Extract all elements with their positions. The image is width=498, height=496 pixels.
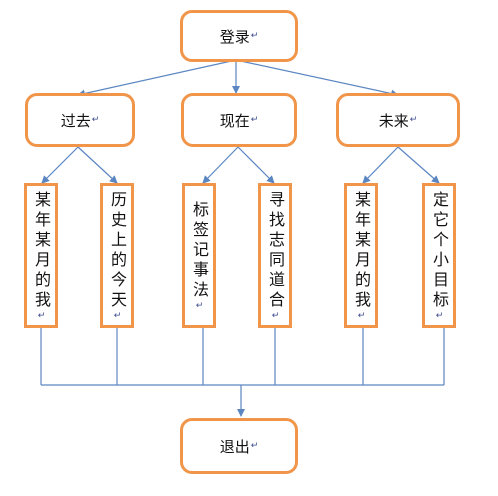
node-present-label: 现在 — [219, 111, 250, 130]
node-past: 过去↵ — [25, 93, 135, 147]
return-mark-icon: ↵ — [409, 115, 418, 125]
node-tag-notes-label: 标签记事法 — [190, 200, 209, 301]
arrow-future-1 — [362, 146, 399, 184]
node-set-small-goal: 定它个小目标↵ — [422, 183, 456, 328]
node-future: 未来↵ — [336, 93, 460, 147]
return-mark-icon: ↵ — [250, 31, 259, 41]
node-present: 现在↵ — [181, 93, 297, 147]
arrow-future-2 — [397, 146, 440, 184]
node-logout-label: 退出 — [219, 437, 250, 456]
return-mark-icon: ↵ — [194, 300, 205, 311]
return-mark-icon: ↵ — [434, 310, 445, 321]
node-future-label: 未来 — [378, 111, 409, 130]
arrow-past-2 — [77, 146, 118, 184]
node-today-in-history: 历史上的今天↵ — [100, 183, 134, 328]
arrow-present-2 — [237, 146, 275, 184]
arrow-present-1 — [202, 146, 239, 184]
node-login: 登录↵ — [180, 10, 298, 62]
arrow-login-future — [235, 59, 399, 98]
node-some-day-me-2: 某年某月的我↵ — [344, 183, 378, 328]
return-mark-icon: ↵ — [250, 115, 259, 125]
node-past-label: 过去 — [60, 111, 91, 130]
node-some-day-me-1-label: 某年某月的我 — [32, 190, 51, 311]
arrow-past-1 — [41, 146, 79, 184]
node-find-like-minded: 寻找志同道合↵ — [258, 183, 292, 328]
return-mark-icon: ↵ — [250, 441, 259, 451]
node-tag-notes: 标签记事法↵ — [182, 183, 216, 328]
return-mark-icon: ↵ — [36, 310, 47, 321]
return-mark-icon: ↵ — [91, 115, 100, 125]
node-today-in-history-label: 历史上的今天 — [108, 190, 127, 311]
node-set-small-goal-label: 定它个小目标 — [430, 190, 449, 311]
node-login-label: 登录 — [219, 27, 250, 46]
return-mark-icon: ↵ — [356, 310, 367, 321]
return-mark-icon: ↵ — [270, 310, 281, 321]
return-mark-icon: ↵ — [112, 310, 123, 321]
arrow-login-past — [77, 59, 237, 98]
node-some-day-me-2-label: 某年某月的我 — [352, 190, 371, 311]
node-some-day-me-1: 某年某月的我↵ — [24, 183, 58, 328]
node-logout: 退出↵ — [180, 418, 298, 474]
node-find-like-minded-label: 寻找志同道合 — [266, 190, 285, 311]
